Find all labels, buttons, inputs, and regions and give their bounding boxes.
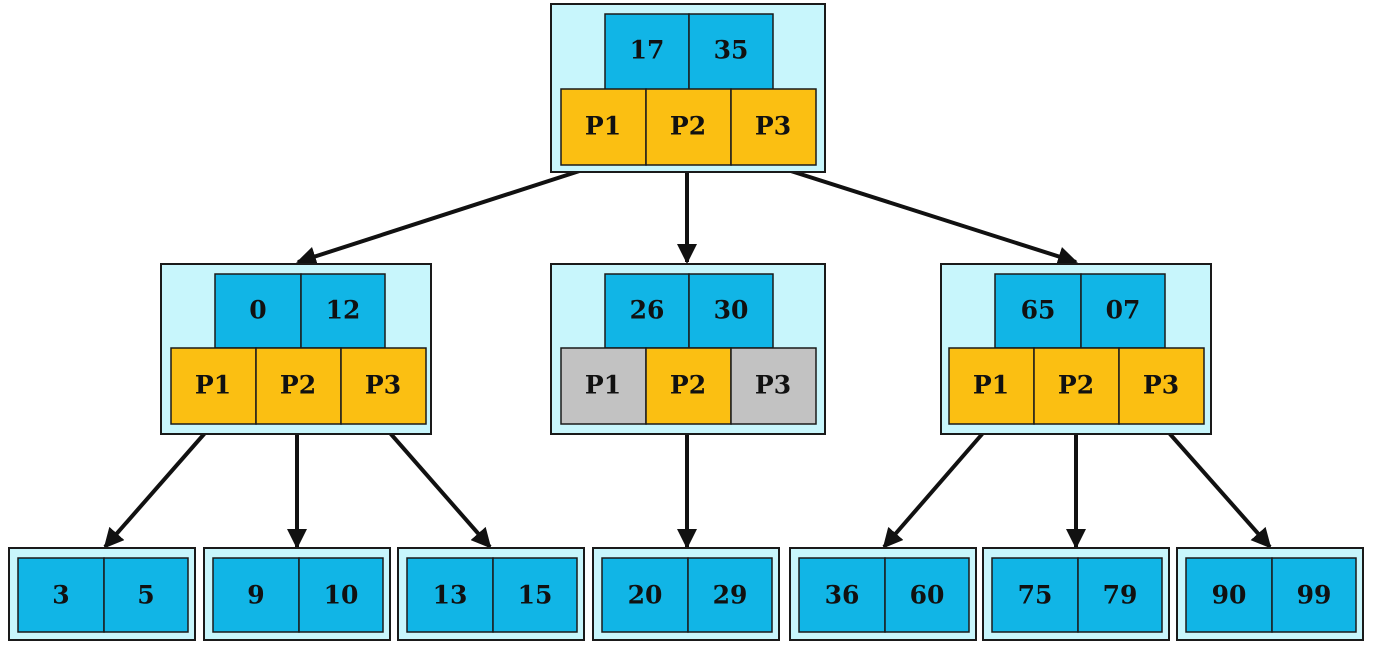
internal-node-3-pointer-p1-label: P1 xyxy=(973,371,1009,400)
leaf-node-2-key-cell-1 xyxy=(212,557,300,633)
leaf-node-3-key-2: 15 xyxy=(518,581,553,610)
leaf-node-7-key-cell-2 xyxy=(1271,557,1357,633)
leaf-node-4-key-2: 29 xyxy=(713,581,748,610)
leaf-node-1: 3 5 xyxy=(8,547,196,641)
internal-node-1-pointer-cell-p3 xyxy=(340,347,427,425)
leaf-node-5-key-1: 36 xyxy=(825,581,860,610)
root-pointer-p1-label: P1 xyxy=(585,112,621,141)
internal-node-3-pointer-p3-label: P3 xyxy=(1143,371,1179,400)
leaf-node-7: 90 99 xyxy=(1176,547,1364,641)
leaf-node-3-key-1: 13 xyxy=(433,581,468,610)
root-pointer-p2-label: P2 xyxy=(670,112,706,141)
leaf-node-4-key-cell-2 xyxy=(687,557,773,633)
internal-node-1-key-2: 12 xyxy=(326,296,361,325)
leaf-node-2-key-cell-2 xyxy=(298,557,384,633)
internal-node-2: 26 30 P1 P2 P3 xyxy=(550,263,826,435)
arrow-node-0-12-p3-to-leaf-13-15 xyxy=(381,423,492,549)
leaf-node-5-key-cell-1 xyxy=(798,557,886,633)
root-key-2: 35 xyxy=(714,36,749,65)
leaf-node-6-key-1: 75 xyxy=(1018,581,1053,610)
leaf-node-6-key-2: 79 xyxy=(1103,581,1138,610)
internal-node-3-pointer-p2-label: P2 xyxy=(1058,371,1094,400)
internal-node-2-key-1: 26 xyxy=(630,296,665,325)
internal-node-2-key-2: 30 xyxy=(714,296,749,325)
internal-node-1: 0 12 P1 P2 P3 xyxy=(160,263,432,435)
leaf-node-1-key-1: 3 xyxy=(52,581,69,610)
leaf-node-2: 9 10 xyxy=(203,547,391,641)
leaf-node-1-key-2: 5 xyxy=(137,581,154,610)
internal-node-2-pointer-cell-p3 xyxy=(730,347,817,425)
internal-node-3-pointer-cell-p3 xyxy=(1118,347,1205,425)
leaf-node-2-key-1: 9 xyxy=(247,581,264,610)
internal-node-1-pointer-p1-label: P1 xyxy=(195,371,231,400)
leaf-node-1-key-cell-1 xyxy=(17,557,105,633)
leaf-node-6-key-cell-1 xyxy=(991,557,1079,633)
internal-node-3-key-1: 65 xyxy=(1021,296,1056,325)
leaf-node-3-key-cell-2 xyxy=(492,557,578,633)
root-key-cell-1 xyxy=(604,13,690,91)
root-pointer-cell-p1 xyxy=(560,88,647,166)
internal-node-2-key-cell-2 xyxy=(688,273,774,349)
leaf-node-1-key-cell-2 xyxy=(103,557,189,633)
internal-node-3-key-2: 07 xyxy=(1106,296,1141,325)
internal-node-3-key-cell-1 xyxy=(994,273,1082,349)
arrow-root-p1-to-node-0-12 xyxy=(296,163,599,266)
leaf-node-4-key-cell-1 xyxy=(601,557,689,633)
arrow-node-65-07-p1-to-leaf-36-60 xyxy=(882,423,992,549)
leaf-node-2-key-2: 10 xyxy=(324,581,359,610)
root-pointer-cell-p2 xyxy=(645,88,732,166)
internal-node-2-pointer-p3-label: P3 xyxy=(755,371,791,400)
arrow-root-p3-to-node-65-07 xyxy=(771,163,1078,267)
leaf-node-5-key-cell-2 xyxy=(884,557,970,633)
root-pointer-cell-p3 xyxy=(730,88,817,166)
leaf-node-7-key-cell-1 xyxy=(1185,557,1273,633)
arrow-node-0-12-p1-to-leaf-3-5 xyxy=(103,423,214,549)
arrows xyxy=(103,163,1272,549)
leaf-node-4-key-1: 20 xyxy=(628,581,663,610)
internal-node-1-pointer-p3-label: P3 xyxy=(365,371,401,400)
internal-node-1-pointer-cell-p1 xyxy=(170,347,257,425)
root-key-1: 17 xyxy=(630,36,665,65)
leaf-node-7-key-2: 99 xyxy=(1297,581,1332,610)
leaf-node-7-key-1: 90 xyxy=(1212,581,1247,610)
internal-node-2-key-cell-1 xyxy=(604,273,690,349)
internal-node-3: 65 07 P1 P2 P3 xyxy=(940,263,1212,435)
leaf-node-5: 36 60 xyxy=(789,547,977,641)
root-pointer-p3-label: P3 xyxy=(755,112,791,141)
arrow-node-65-07-p3-to-leaf-90-99 xyxy=(1160,423,1272,549)
internal-node-2-pointer-p1-label: P1 xyxy=(585,371,621,400)
root-node: 17 35 P1 P2 P3 xyxy=(550,3,826,173)
internal-node-3-key-cell-2 xyxy=(1080,273,1166,349)
internal-node-1-key-1: 0 xyxy=(249,296,266,325)
internal-node-2-pointer-p2-label: P2 xyxy=(670,371,706,400)
internal-node-2-pointer-cell-p2 xyxy=(645,347,732,425)
internal-node-1-key-cell-2 xyxy=(300,273,386,349)
leaf-node-6: 75 79 xyxy=(982,547,1170,641)
internal-node-1-pointer-p2-label: P2 xyxy=(280,371,316,400)
leaf-node-4: 20 29 xyxy=(592,547,780,641)
leaf-node-3: 13 15 xyxy=(397,547,585,641)
internal-node-1-pointer-cell-p2 xyxy=(255,347,342,425)
leaf-node-6-key-cell-2 xyxy=(1077,557,1163,633)
internal-node-2-pointer-cell-p1 xyxy=(560,347,647,425)
leaf-node-5-key-2: 60 xyxy=(910,581,945,610)
